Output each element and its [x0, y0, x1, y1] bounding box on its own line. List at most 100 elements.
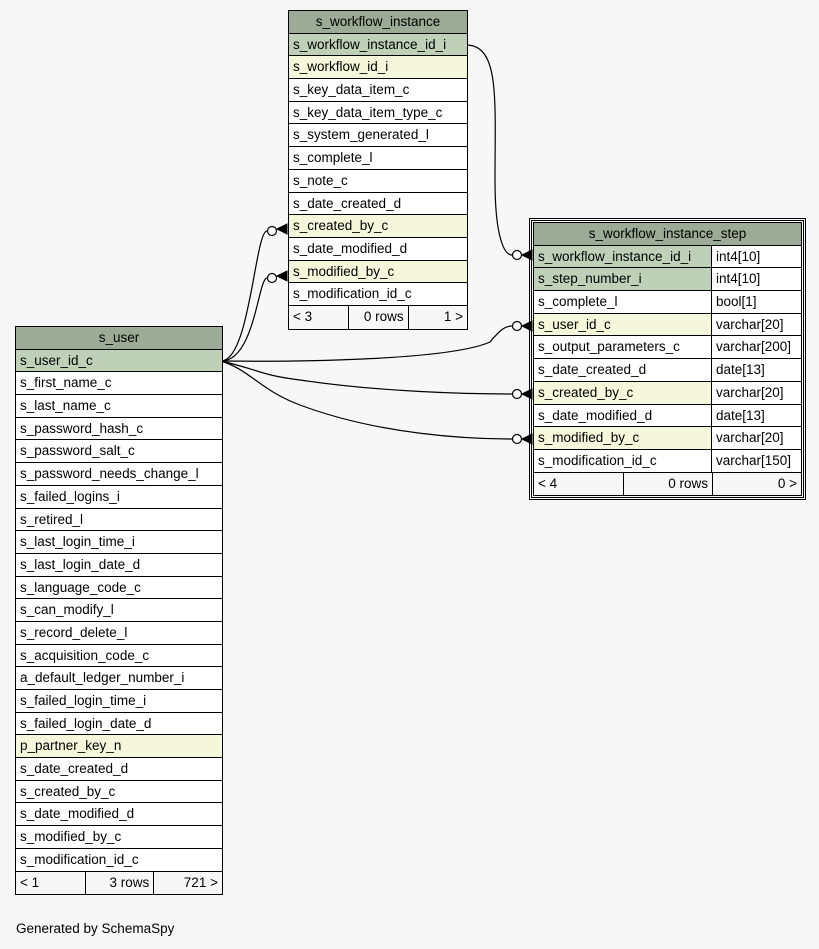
- column-row[interactable]: s_retired_l: [16, 509, 222, 532]
- column-row[interactable]: s_created_by_c varchar[20]: [534, 381, 801, 405]
- column-row[interactable]: s_modified_by_c varchar[20]: [534, 427, 801, 450]
- column-type: date[13]: [711, 404, 801, 427]
- column-name: a_default_ledger_number_i: [20, 670, 185, 686]
- column-row[interactable]: s_can_modify_l: [16, 599, 222, 622]
- column-row[interactable]: s_last_login_time_i: [16, 531, 222, 554]
- column-row[interactable]: s_record_delete_l: [16, 622, 222, 645]
- column-row[interactable]: p_partner_key_n: [16, 735, 222, 759]
- column-type: bool[1]: [711, 291, 801, 313]
- column-name: s_created_by_c: [538, 384, 634, 400]
- children-count[interactable]: 1 >: [407, 305, 467, 329]
- column-row[interactable]: s_password_needs_change_l: [16, 463, 222, 486]
- children-count[interactable]: 0 >: [712, 472, 801, 496]
- column-name: s_date_created_d: [538, 362, 647, 378]
- column-name: s_created_by_c: [20, 783, 116, 799]
- column-name: s_modification_id_c: [293, 286, 412, 302]
- column-row[interactable]: a_default_ledger_number_i: [16, 667, 222, 690]
- column-row[interactable]: s_complete_l: [289, 147, 467, 170]
- optional-circle-icon: [266, 225, 278, 237]
- optional-circle-icon: [511, 249, 523, 261]
- edge-user-to-step-user-id: [220, 325, 513, 362]
- column-row[interactable]: s_date_modified_d: [289, 238, 467, 261]
- column-row[interactable]: s_acquisition_code_c: [16, 645, 222, 668]
- column-row[interactable]: s_last_name_c: [16, 395, 222, 418]
- column-name: s_modified_by_c: [538, 430, 640, 446]
- column-row[interactable]: s_password_hash_c: [16, 418, 222, 441]
- column-row[interactable]: s_password_salt_c: [16, 440, 222, 464]
- table-s-user[interactable]: s_user s_user_id_c s_first_name_c s_last_na…: [15, 326, 223, 896]
- column-row[interactable]: s_date_created_d date[13]: [534, 359, 801, 382]
- column-row[interactable]: s_failed_login_date_d: [16, 713, 222, 736]
- table-header[interactable]: s_workflow_instance_step: [534, 223, 801, 246]
- column-name: s_user_id_c: [20, 352, 93, 368]
- column-name: s_modification_id_c: [20, 851, 139, 867]
- column-row[interactable]: s_date_created_d: [289, 193, 467, 216]
- column-row[interactable]: s_created_by_c: [16, 781, 222, 804]
- column-row[interactable]: s_modified_by_c: [289, 260, 467, 284]
- table-name: s_workflow_instance: [315, 14, 441, 29]
- column-row[interactable]: s_date_modified_d: [16, 803, 222, 827]
- column-row[interactable]: s_failed_logins_i: [16, 486, 222, 509]
- column-name: s_failed_logins_i: [20, 488, 120, 504]
- parents-count[interactable]: < 3: [293, 308, 313, 324]
- column-name: s_first_name_c: [20, 375, 112, 391]
- column-row[interactable]: s_date_created_d: [16, 758, 222, 781]
- row-count[interactable]: 3 rows: [84, 871, 154, 895]
- column-row[interactable]: s_user_id_c: [16, 349, 222, 373]
- crowfoot-icon: [520, 320, 533, 332]
- column-name: s_date_modified_d: [20, 806, 135, 822]
- column-name: s_acquisition_code_c: [20, 647, 150, 663]
- table-s-workflow-instance[interactable]: s_workflow_instance s_workflow_instance_i…: [288, 10, 468, 330]
- column-type: varchar[20]: [711, 313, 801, 336]
- column-row[interactable]: s_created_by_c: [289, 215, 467, 238]
- parents-count[interactable]: < 4: [538, 475, 558, 491]
- column-row[interactable]: s_modification_id_c: [289, 283, 467, 306]
- column-name: s_modified_by_c: [20, 829, 122, 845]
- column-row[interactable]: s_modified_by_c: [16, 826, 222, 849]
- row-count[interactable]: 0 rows: [623, 472, 712, 496]
- crowfoot-icon: [520, 388, 533, 400]
- column-row[interactable]: s_failed_login_time_i: [16, 690, 222, 713]
- column-row[interactable]: s_workflow_id_i: [289, 56, 467, 80]
- optional-circle-icon: [511, 433, 523, 445]
- generated-by-label: Generated by SchemaSpy: [16, 921, 175, 936]
- column-name: s_complete_l: [538, 294, 618, 310]
- column-type: varchar[20]: [711, 427, 801, 449]
- column-row[interactable]: s_language_code_c: [16, 577, 222, 600]
- crowfoot-icon: [520, 433, 533, 445]
- column-name: s_workflow_instance_id_i: [293, 36, 447, 52]
- table-header[interactable]: s_workflow_instance: [289, 11, 467, 34]
- column-type: varchar[200]: [711, 336, 801, 359]
- column-row[interactable]: s_workflow_instance_id_i: [289, 33, 467, 57]
- column-row[interactable]: s_system_generated_l: [289, 124, 467, 148]
- column-row[interactable]: s_modification_id_c: [16, 849, 222, 872]
- column-row[interactable]: s_key_data_item_type_c: [289, 102, 467, 125]
- optional-circle-icon: [511, 388, 523, 400]
- column-name: s_retired_l: [20, 511, 84, 527]
- column-row[interactable]: s_complete_l bool[1]: [534, 291, 801, 314]
- table-header[interactable]: s_user: [16, 327, 222, 350]
- column-row[interactable]: s_last_login_date_d: [16, 554, 222, 577]
- table-name: s_user: [98, 330, 140, 345]
- column-type: date[13]: [711, 359, 801, 381]
- column-name: p_partner_key_n: [20, 738, 122, 754]
- column-row[interactable]: s_key_data_item_c: [289, 79, 467, 102]
- column-type: varchar[20]: [711, 381, 801, 404]
- children-count[interactable]: 721 >: [153, 871, 222, 895]
- parents-count[interactable]: < 1: [20, 874, 40, 890]
- column-row[interactable]: s_first_name_c: [16, 372, 222, 396]
- column-name: s_can_modify_l: [20, 602, 114, 618]
- column-name: s_password_needs_change_l: [20, 466, 199, 482]
- column-row[interactable]: s_note_c: [289, 170, 467, 193]
- edge-user-to-step-modified-by: [220, 360, 513, 440]
- row-count[interactable]: 0 rows: [348, 305, 407, 329]
